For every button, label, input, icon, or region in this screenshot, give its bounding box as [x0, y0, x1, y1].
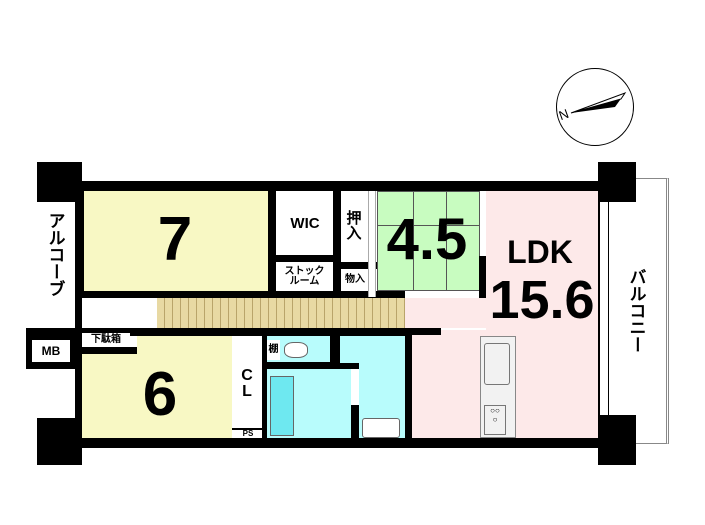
ldk-size-label: 15.6 [489, 270, 595, 330]
wall [75, 200, 82, 330]
shelf-label: 棚 [267, 340, 280, 360]
ps-label: PS [242, 429, 254, 438]
wall [333, 191, 341, 297]
alcove-label: アルコーブ [45, 211, 65, 297]
balcony-label: バルコニー [626, 267, 646, 353]
wall [262, 336, 267, 438]
compass-needle-icon [570, 91, 627, 114]
ldk [412, 330, 492, 438]
wall [368, 191, 376, 297]
wall [75, 291, 405, 298]
wall [232, 428, 266, 438]
wall [405, 330, 412, 440]
wall [405, 328, 441, 335]
washitsu-4.5 [377, 191, 480, 291]
getabako-label: 下駄箱 [82, 333, 130, 347]
ldk-floor-upper [405, 298, 486, 328]
wall [262, 362, 362, 369]
wall [330, 336, 340, 368]
washroom [340, 336, 405, 363]
hallway-floor [157, 298, 405, 328]
western-room-7-label: 7 [157, 205, 193, 274]
western-room-6 [137, 336, 232, 356]
ldk-label: LDK [507, 234, 573, 270]
wall-bottom [75, 438, 605, 448]
wall [479, 256, 486, 301]
wall [82, 347, 137, 354]
monoire-label: 物入 [345, 274, 365, 285]
wall [351, 405, 359, 440]
western-room-7 [82, 191, 268, 291]
closet-label: CL [241, 367, 253, 400]
wall [341, 262, 377, 269]
washitsu-label: 4.5 [386, 207, 468, 272]
toilet-icon [284, 342, 308, 358]
balcony [636, 178, 669, 444]
wall [26, 328, 411, 336]
pillar [37, 418, 82, 465]
stock-room-label: ストックルーム [284, 265, 325, 287]
pillar [598, 162, 636, 202]
pillar [598, 415, 636, 465]
oshiire-label: 押入 [346, 210, 362, 242]
wash-basin-icon [362, 418, 400, 438]
sink-icon [484, 343, 510, 385]
wall [276, 255, 338, 262]
wall [268, 191, 276, 297]
compass: N [556, 68, 634, 146]
bathtub-icon [270, 376, 294, 436]
wall-top [75, 181, 605, 191]
stove-icon: ○○○ [484, 405, 506, 435]
kitchen-counter [480, 336, 516, 438]
pillar [37, 162, 82, 202]
window [598, 200, 609, 415]
wall [75, 336, 82, 438]
mb-label: MB [32, 340, 70, 362]
western-room-6-label: 6 [142, 360, 178, 429]
western-room-6 [82, 354, 232, 438]
wic-label: WIC [290, 214, 320, 232]
